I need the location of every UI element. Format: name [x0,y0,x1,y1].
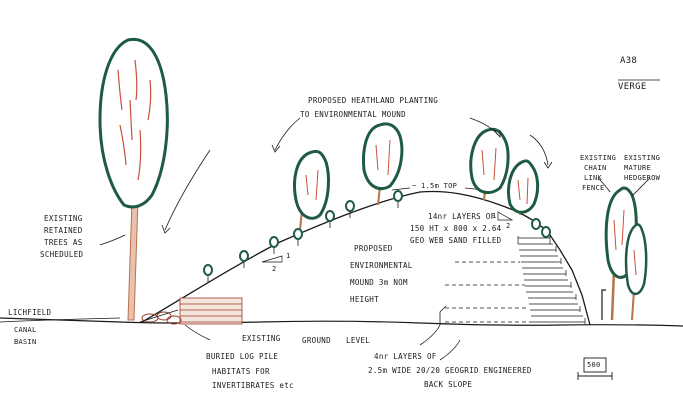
geoweb-label-1: 14nr LAYERS OF [428,212,496,221]
planting-label-2: TO ENVIRONMENTAL MOUND [300,110,406,119]
a38-label: A38 [620,56,638,66]
retained-trees-label-4: SCHEDULED [40,250,84,259]
retained-trees-label-3: TREES AS [44,238,83,247]
geoweb-label-3: GEO WEB SAND FILLED [410,236,502,245]
planting-label-1: PROPOSED HEATHLAND PLANTING [308,96,439,105]
slope-ratio-left [261,255,283,263]
hedgerow-label-2: MATURE [624,164,652,172]
heathland-shrubs [203,190,551,276]
slope-ratio-left-2: 2 [272,265,277,273]
log-pile-label-1: BURIED LOG PILE [206,352,279,361]
retained-trees-label-1: EXISTING [44,214,83,223]
geogrid-label-3: BACK SLOPE [424,380,473,389]
mound-tree-1 [293,149,330,231]
log-pile-label-2: HABITATS FOR [212,367,270,376]
shrub-stems [207,202,399,282]
fence-label-1: EXISTING [580,154,617,162]
lichfield-label-1: LICHFIELD [8,308,52,317]
hedgerow-trees [604,186,648,321]
geogrid-layers [445,261,532,323]
log-pile-label-3: INVERTIBRATES etc [212,381,294,390]
geogrid-bracket [439,305,447,325]
mound-label-2: ENVIRONMENTAL [350,261,413,270]
slope-ratio-right-1: 1 [492,212,497,220]
existing-ground-word-2: GROUND [302,336,331,345]
retained-tree-left [98,37,169,321]
dimension-box [577,357,613,380]
log-pile [139,297,243,325]
mound-tree-3 [469,127,510,201]
lichfield-label-2: CANAL [14,326,37,334]
lichfield-label-3: BASIN [14,338,37,346]
geoweb-label-2: 150 HT x 800 x 2.64 [410,224,502,233]
geoweb-steps [517,236,586,324]
existing-ground-word-1: EXISTING [242,334,281,343]
mound-tree-4 [507,159,540,216]
mound-tree-2 [362,122,404,206]
fence-label-3: LINK [584,174,603,182]
mound-label-3: MOUND 3m NOM [350,278,408,287]
dimension-label: 500 [587,361,601,369]
mound-label-4: HEIGHT [350,295,379,304]
verge-label: VERGE [618,82,647,92]
fence-label-2: CHAIN [584,164,607,172]
ground-line [0,317,683,327]
leader-arrows [99,79,660,361]
hedgerow-label-1: EXISTING [624,154,661,162]
ground-line-left [0,317,121,323]
mound-outline [141,190,591,326]
fence-label-4: FENCE [582,184,605,192]
top-width-label: ~ 1.5m TOP [412,182,458,190]
chain-link-fence [601,289,606,320]
hedgerow-label-3: HEDGEROW [624,174,661,182]
slope-ratio-right-2: 2 [506,222,511,230]
slope-ratio-left-1: 1 [286,252,291,260]
mound-label-1: PROPOSED [354,244,393,253]
geogrid-label-1: 4nr LAYERS OF [374,352,437,361]
slope-ratio-right [497,211,514,221]
retained-trees-label-2: RETAINED [44,226,83,235]
geogrid-label-2: 2.5m WIDE 20/20 GEOGRID ENGINEERED [368,366,532,375]
existing-ground-word-3: LEVEL [346,336,371,345]
